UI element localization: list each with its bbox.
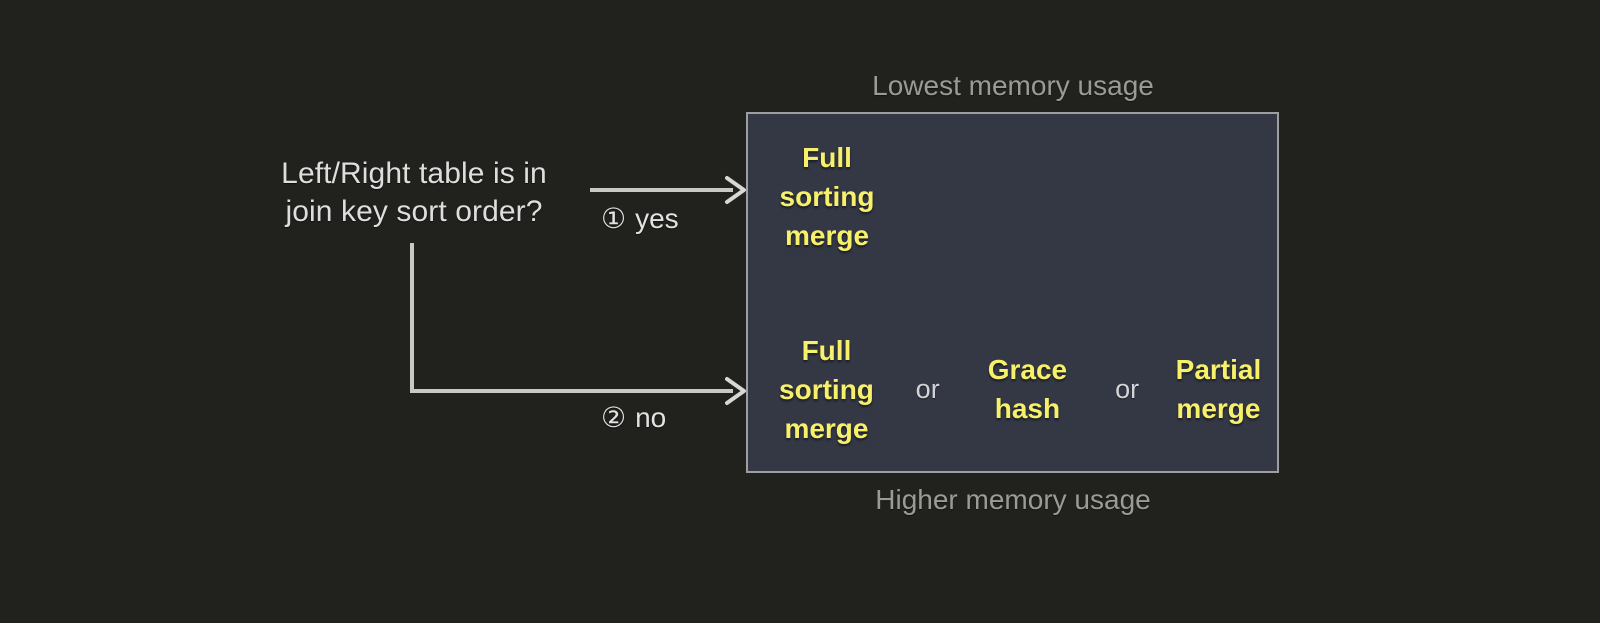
branch-text-1: yes: [635, 203, 679, 234]
branch-label-yes: ① yes: [601, 203, 679, 235]
arrowhead-yes: [725, 176, 746, 204]
branch-marker-2: ②: [601, 402, 627, 433]
option-separator-1: or: [915, 373, 940, 404]
option-row-sorted: Full sorting merge: [748, 126, 1277, 266]
branch-label-no: ② no: [601, 402, 666, 434]
decision-question: Left/Right table is in join key sort ord…: [281, 157, 547, 228]
option-partial-merge: Partial merge: [1175, 354, 1262, 424]
option-separator-2: or: [1115, 373, 1140, 404]
caption-lowest-memory: Lowest memory usage: [872, 70, 1154, 101]
join-strategy-box: Full sorting merge Full sorting merge or…: [746, 112, 1279, 473]
branch-text-2: no: [635, 402, 667, 433]
arrowhead-no: [725, 377, 746, 405]
option-full-sorting-merge-sorted: Full sorting merge: [779, 141, 875, 251]
line-no: [410, 243, 733, 393]
branch-marker-1: ①: [601, 203, 627, 234]
caption-higher-memory: Higher memory usage: [875, 484, 1151, 515]
option-grace-hash: Grace hash: [987, 354, 1068, 424]
option-row-unsorted: Full sorting merge or Grace hash or Part…: [748, 324, 1277, 454]
option-full-sorting-merge-unsorted: Full sorting merge: [779, 334, 874, 444]
